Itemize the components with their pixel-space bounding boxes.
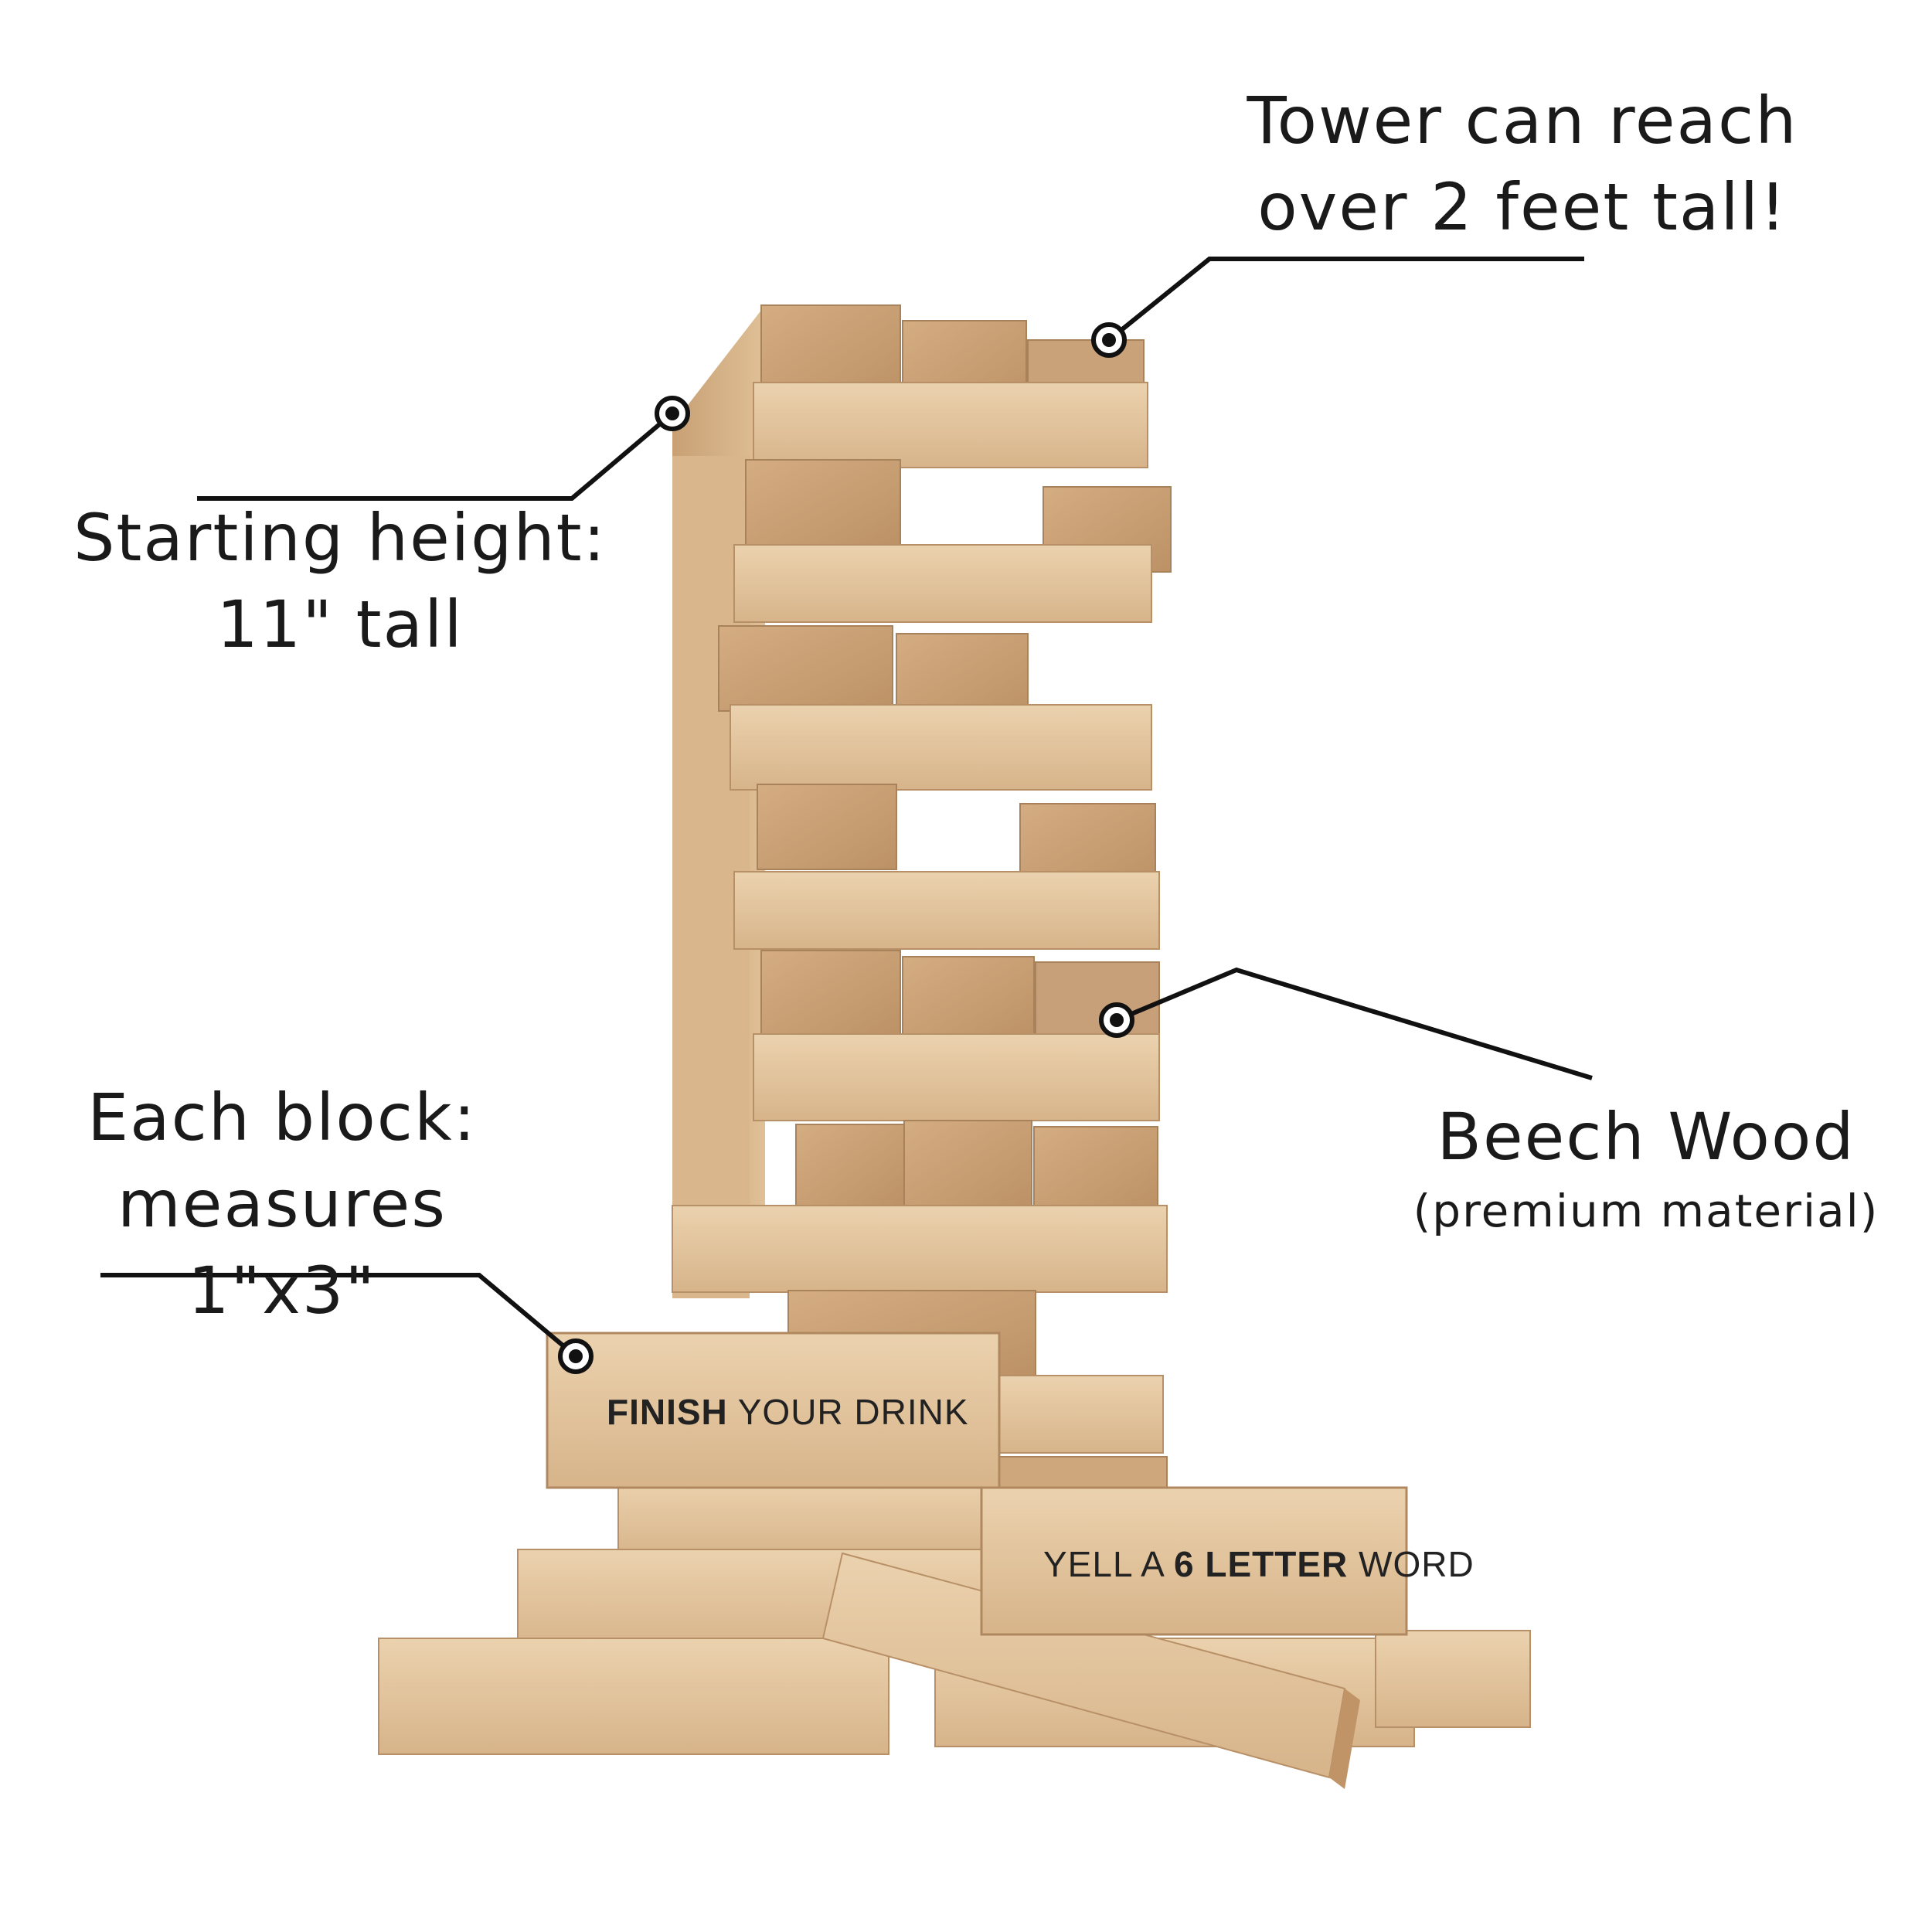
callout-lines (100, 257, 1593, 1359)
tower-blocks (672, 304, 1172, 1496)
callout-block-line2: measures 1"x3" (117, 1166, 447, 1328)
wood-block (903, 1120, 1032, 1206)
wood-block (996, 1375, 1164, 1454)
callout-dots (558, 322, 1134, 1374)
wood-block (753, 382, 1148, 468)
callout-block-size: Each block: measures 1"x3" (31, 1074, 533, 1334)
wood-block (733, 544, 1152, 623)
block-leader-line (100, 1273, 577, 1359)
wood-block (753, 1033, 1160, 1121)
tower-leader-line (1107, 257, 1584, 342)
wood-block (902, 956, 1035, 1039)
yell-block: YELL A 6 LETTER WORD (980, 1486, 1475, 1636)
wood-block (760, 950, 901, 1036)
wood-block (672, 1205, 1168, 1293)
callout-tower-line1: Tower can reach (1247, 83, 1798, 158)
scattered-blocks (378, 1479, 1531, 1789)
callout-starting-height: Starting height: 11" tall (70, 495, 611, 668)
wood-block (795, 1124, 905, 1206)
starting-leader-line (197, 411, 674, 501)
wood-block (718, 625, 893, 712)
wood-block (617, 1479, 990, 1558)
callout-wood-line1: Beech Wood (1437, 1099, 1855, 1175)
yell-block-label: YELL A 6 LETTER WORD (1043, 1544, 1475, 1584)
wood-block (745, 459, 901, 546)
callout-tower-line2: over 2 feet tall! (1257, 169, 1787, 245)
callout-starting-line2: 11" tall (216, 587, 464, 662)
wood-block (757, 784, 897, 870)
callout-starting-line1: Starting height: (73, 500, 607, 576)
wood-block (1033, 1126, 1158, 1209)
finish-block: FINISH YOUR DRINK (546, 1332, 1001, 1489)
callout-wood-line2: (premium material) (1413, 1185, 1879, 1237)
wood-block (730, 704, 1152, 791)
wood-block (378, 1638, 889, 1755)
finish-block-label: FINISH YOUR DRINK (607, 1392, 969, 1432)
wood-block (1375, 1630, 1531, 1728)
wood-leader-line (1115, 967, 1593, 1080)
tower-left-side (672, 305, 765, 1298)
wood-block (896, 633, 1029, 716)
callout-block-line1: Each block: (87, 1080, 477, 1155)
wood-block (733, 871, 1160, 950)
wood-block (1035, 961, 1160, 1040)
callout-tower-height: Tower can reach over 2 feet tall! (1221, 77, 1824, 250)
callout-beech-wood: Beech Wood (premium material) (1399, 1094, 1893, 1242)
